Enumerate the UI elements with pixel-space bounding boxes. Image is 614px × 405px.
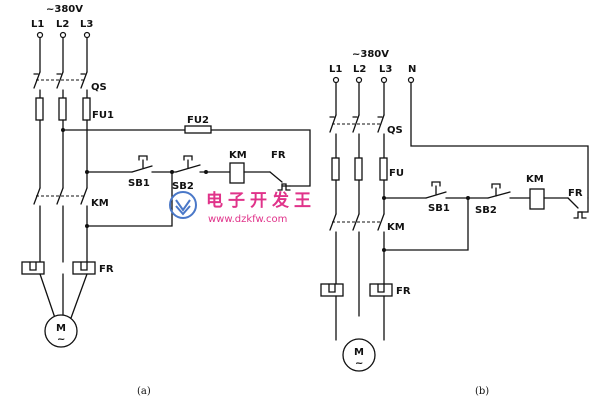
terminal-b-l1 [332,76,340,84]
fuse-a-fu2 [184,125,212,134]
supply-label-a: ~380V [46,4,83,15]
phase-label-b-l3: L3 [379,64,392,75]
phase-label-a-l3: L3 [80,19,93,30]
label-a-fu2: FU2 [187,115,209,126]
label-a-fu1: FU1 [92,110,114,121]
supply-label-b: ~380V [352,49,389,60]
label-b-motor: M [354,347,364,358]
label-b-motor-sub: ~ [355,358,363,369]
phase-label-b-l2: L2 [353,64,366,75]
label-b-fr-heater: FR [396,286,411,297]
label-a-sb1: SB1 [128,178,150,189]
watermark-text: 电子开发王 [206,190,316,211]
label-a-motor-sub: ~ [57,334,65,345]
phase-label-b-n: N [408,64,416,75]
phase-label-a-l2: L2 [56,19,69,30]
switch-b-sb2 [487,191,511,199]
fuse-a-fu1-l2 [58,97,67,121]
label-b-sb2: SB2 [475,205,497,216]
wire-b-sealin [383,197,469,251]
watermark-logo-icon [169,191,197,219]
label-b-sb1: SB1 [428,203,450,214]
label-b-qs: QS [387,125,403,136]
terminal-a-l1 [36,31,44,39]
label-b-km-coil: KM [526,174,544,185]
fuse-b-fu-l2 [354,157,363,181]
phase-label-b-l1: L1 [329,64,342,75]
label-a-km-coil: KM [229,150,247,161]
heater-a-fr-1 [21,261,45,275]
label-a-km-main: KM [91,198,109,209]
coil-a-km [229,162,245,184]
label-a-qs: QS [91,82,107,93]
diagram-b: ~380V L1 L2 L3 N QS FU SB1 SB2 [320,49,589,397]
label-a-sb2: SB2 [172,181,194,192]
label-b-fu: FU [389,168,404,179]
fuse-a-fu1-l1 [35,97,44,121]
wire-a-sealin [86,171,173,227]
fuse-b-fu-l1 [331,157,340,181]
label-a-fr-contact: FR [271,150,286,161]
watermark: 电子开发王 www.dzkfw.com [169,190,316,225]
contact-b-fr [567,197,589,213]
label-a-fr-heater: FR [99,264,114,275]
switch-a-sb1 [131,165,153,173]
motor-a [44,314,78,348]
label-b-fr-contact: FR [568,188,583,199]
phase-label-a-l1: L1 [31,19,44,30]
diagram-a: ~380V L1 L2 L3 QS FU1 FU2 [21,4,311,397]
switch-b-sb1 [425,191,447,199]
terminal-b-l3 [380,76,388,84]
watermark-url: www.dzkfw.com [208,214,287,225]
motor-b [342,338,376,372]
terminal-b-n [407,76,415,84]
wire-a-fu2-line [62,129,311,187]
heater-b-fr-1 [320,283,344,297]
label-a-motor: M [56,323,66,334]
heater-b-fr-2 [369,283,393,297]
terminal-a-l3 [83,31,91,39]
heater-a-fr-2 [72,261,96,275]
contact-a-fr [269,171,291,187]
fuse-b-fu-l3 [379,157,388,181]
label-b-km-main: KM [387,222,405,233]
caption-b: (b) [475,386,489,397]
wire-a-supply [39,37,88,73]
wire-b-neutral [410,82,589,199]
fuse-a-fu1-l3 [82,97,91,121]
caption-a: (a) [137,386,151,397]
terminal-a-l2 [59,31,67,39]
terminal-b-l2 [355,76,363,84]
coil-b-km [529,188,545,210]
